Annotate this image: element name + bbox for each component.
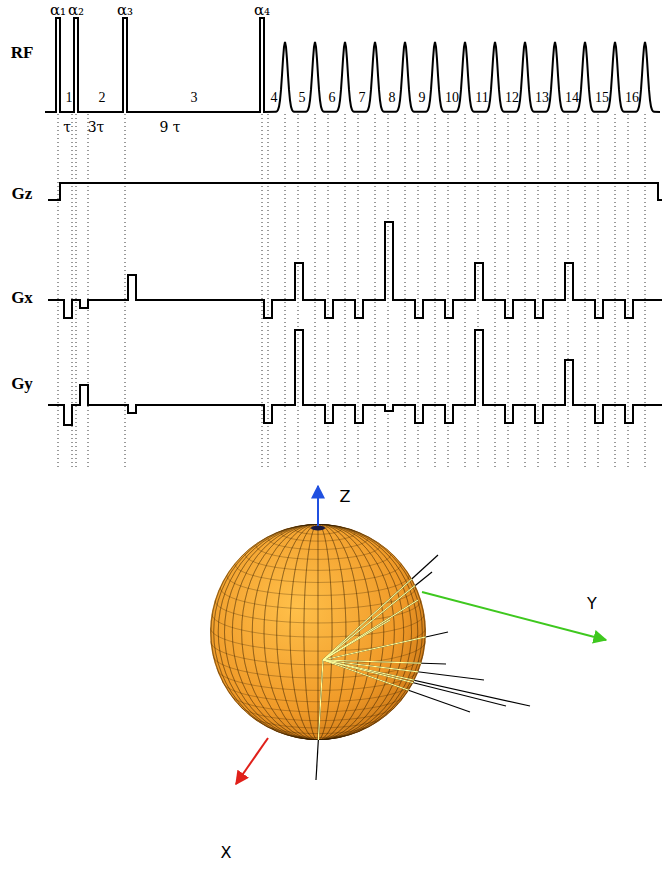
interval-number: 4	[271, 91, 278, 105]
guide-line	[615, 114, 616, 470]
guide-line	[435, 114, 436, 470]
interval-number: 12	[505, 91, 519, 105]
guide-line	[555, 114, 556, 470]
guide-line	[388, 114, 389, 470]
interval-number: 10	[445, 91, 459, 105]
guide-line	[125, 114, 126, 470]
guide-line	[315, 114, 316, 470]
guide-line	[508, 114, 509, 470]
guide-line	[405, 114, 406, 470]
guide-line	[345, 114, 346, 470]
guide-line	[448, 114, 449, 470]
guide-line	[88, 114, 89, 470]
guide-line	[465, 114, 466, 470]
gy-waveform	[48, 330, 662, 425]
guide-line	[285, 114, 286, 470]
interval-number: 13	[535, 91, 549, 105]
delay-label: 3τ	[88, 120, 105, 134]
x-axis	[236, 738, 268, 784]
guide-line	[76, 114, 77, 470]
guide-line	[262, 114, 263, 470]
guide-line	[585, 114, 586, 470]
interval-number: 8	[389, 91, 396, 105]
interval-number: 2	[99, 91, 106, 105]
interval-number: 3	[191, 91, 198, 105]
channel-label: Gx	[11, 289, 33, 306]
guide-line	[358, 114, 359, 470]
interval-number: 7	[359, 91, 366, 105]
guide-line	[268, 114, 269, 470]
guide-line	[418, 114, 419, 470]
interval-number: 9	[419, 91, 426, 105]
guide-line	[525, 114, 526, 470]
interval-number: 15	[595, 91, 609, 105]
sphere-surface	[210, 524, 426, 740]
y-axis	[422, 592, 606, 640]
flip-angle-label: α₁	[50, 3, 66, 18]
guide-line	[328, 114, 329, 470]
guide-line	[495, 114, 496, 470]
bloch-sphere	[210, 524, 530, 780]
guide-line	[478, 114, 479, 470]
rf-waveform	[45, 18, 660, 112]
timing-guides	[58, 114, 645, 470]
sphere-grid	[210, 524, 426, 740]
gx-waveform	[48, 222, 662, 318]
axis-label: Z	[340, 489, 351, 505]
guide-line	[58, 114, 59, 470]
delay-label: 9 τ	[159, 120, 180, 134]
guide-line	[568, 114, 569, 470]
delay-label: τ	[63, 120, 71, 134]
axis-label: X	[221, 845, 232, 861]
guide-line	[538, 114, 539, 470]
guide-line	[375, 114, 376, 470]
axis-label: Y	[587, 596, 597, 612]
channel-label: RF	[11, 44, 34, 61]
guide-line	[645, 114, 646, 470]
channel-label: Gz	[12, 185, 33, 202]
flip-angle-label: α₄	[254, 3, 270, 18]
magnetization-vectors	[316, 555, 530, 780]
flip-angle-label: α₃	[117, 3, 133, 18]
z-axis	[317, 486, 319, 526]
flip-angle-label: α₂	[68, 3, 84, 18]
channel-label: Gy	[11, 375, 33, 392]
interval-number: 1	[66, 91, 73, 105]
guide-line	[298, 114, 299, 470]
interval-number: 5	[299, 91, 306, 105]
guide-line	[628, 114, 629, 470]
interval-number: 14	[565, 91, 579, 105]
interval-number: 11	[475, 91, 488, 105]
interval-number: 6	[329, 91, 336, 105]
guide-line	[598, 114, 599, 470]
gz-waveform	[48, 183, 662, 200]
interval-number: 16	[625, 91, 639, 105]
